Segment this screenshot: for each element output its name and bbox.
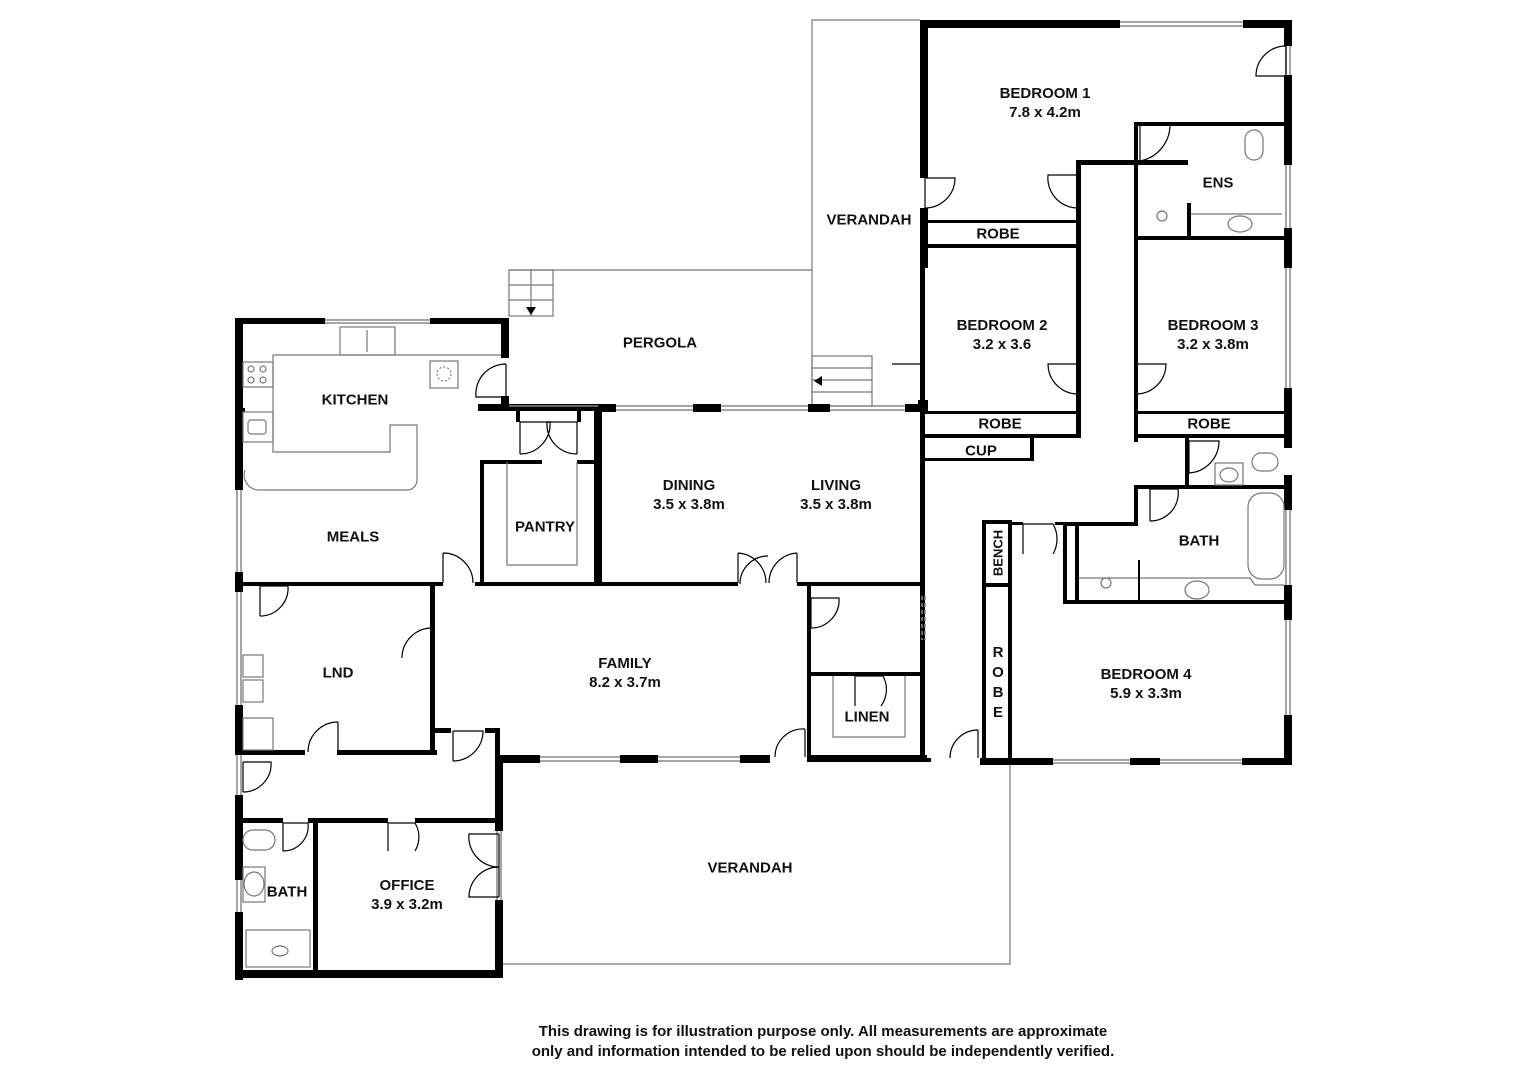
room-name: BATH: [1178, 532, 1220, 550]
room-label-living: LIVING 3.5 x 3.8m: [800, 476, 872, 514]
room-name: LND: [322, 664, 354, 682]
room-name: FAMILY: [598, 655, 652, 672]
room-name: KITCHEN: [321, 391, 389, 409]
room-name: BEDROOM 1: [999, 85, 1091, 102]
walls: [235, 20, 1292, 980]
room-label-meals: MEALS: [327, 528, 380, 547]
room-name: LIVING: [810, 477, 861, 494]
room-dimensions: 7.8 x 4.2m: [1009, 104, 1081, 121]
room-label-kitchen: KITCHEN: [322, 391, 389, 410]
room-dimensions: 8.2 x 3.7m: [589, 674, 661, 691]
room-name: ENS: [1202, 174, 1234, 192]
room-label-robe2: ROBE: [978, 415, 1021, 434]
room-name: CUP: [965, 442, 997, 460]
room-label-verandah-bottom: VERANDAH: [707, 859, 792, 878]
doors: [242, 45, 1287, 898]
room-dimensions: 3.9 x 3.2m: [371, 896, 443, 913]
room-dimensions: 3.2 x 3.8m: [1177, 336, 1249, 353]
windows: [236, 21, 1291, 912]
room-name: BEDROOM 2: [956, 317, 1048, 334]
room-label-pantry: PANTRY: [515, 518, 575, 537]
room-name: PANTRY: [515, 518, 575, 536]
room-name: ROBE: [1187, 415, 1231, 433]
room-name: BATH: [266, 883, 308, 901]
room-label-bath-main: BATH: [1179, 532, 1220, 551]
disclaimer: This drawing is for illustration purpose…: [532, 1022, 1115, 1062]
disclaimer-line-1: This drawing is for illustration purpose…: [538, 1023, 1108, 1040]
room-name: OFFICE: [379, 877, 435, 894]
stair-arrow-icon: [526, 307, 536, 315]
room-label-lnd: LND: [323, 664, 354, 683]
room-name: ROBE: [978, 415, 1022, 433]
room-name: BEDROOM 4: [1100, 666, 1192, 683]
room-name: DINING: [662, 477, 716, 494]
room-name: ROBE: [976, 225, 1020, 243]
room-label-office: OFFICE 3.9 x 3.2m: [371, 876, 443, 914]
room-label-dining: DINING 3.5 x 3.8m: [653, 476, 725, 514]
room-label-bedroom1: BEDROOM 1 7.8 x 4.2m: [1000, 84, 1091, 122]
room-label-verandah-top: VERANDAH: [826, 211, 911, 230]
room-label-bedroom4: BEDROOM 4 5.9 x 3.3m: [1101, 665, 1192, 703]
room-label-robe1: ROBE: [976, 225, 1019, 244]
room-dimensions: 3.2 x 3.6: [972, 336, 1032, 353]
room-label-bath-small: BATH: [267, 883, 308, 902]
outdoor-outlines: [500, 19, 1011, 965]
room-name: MEALS: [326, 528, 380, 546]
room-name: BEDROOM 3: [1167, 317, 1259, 334]
room-name: LINEN: [844, 708, 890, 726]
room-label-linen: LINEN: [845, 708, 890, 727]
stair-arrow-icon: [814, 376, 822, 386]
room-dimensions: 3.5 x 3.8m: [800, 496, 872, 513]
room-dimensions: 5.9 x 3.3m: [1110, 685, 1182, 702]
fixtures: [242, 129, 1285, 968]
room-label-family: FAMILY 8.2 x 3.7m: [589, 654, 661, 692]
room-label-pergola: PERGOLA: [623, 334, 697, 353]
room-label-bedroom2: BEDROOM 2 3.2 x 3.6: [957, 316, 1048, 354]
room-label-robe3: ROBE: [1187, 415, 1230, 434]
room-name: VERANDAH: [826, 211, 912, 229]
room-name: VERANDAH: [707, 859, 793, 877]
room-label-ens: ENS: [1203, 174, 1234, 193]
room-label-bench: BENCH: [990, 529, 1006, 577]
room-label-cup: CUP: [965, 442, 997, 461]
room-name: PERGOLA: [622, 334, 698, 352]
room-label-bedroom3: BEDROOM 3 3.2 x 3.8m: [1168, 316, 1259, 354]
room-label-robe4: R O B E: [992, 644, 1004, 721]
disclaimer-line-2: only and information intended to be reli…: [531, 1043, 1115, 1060]
room-dimensions: 3.5 x 3.8m: [653, 496, 725, 513]
